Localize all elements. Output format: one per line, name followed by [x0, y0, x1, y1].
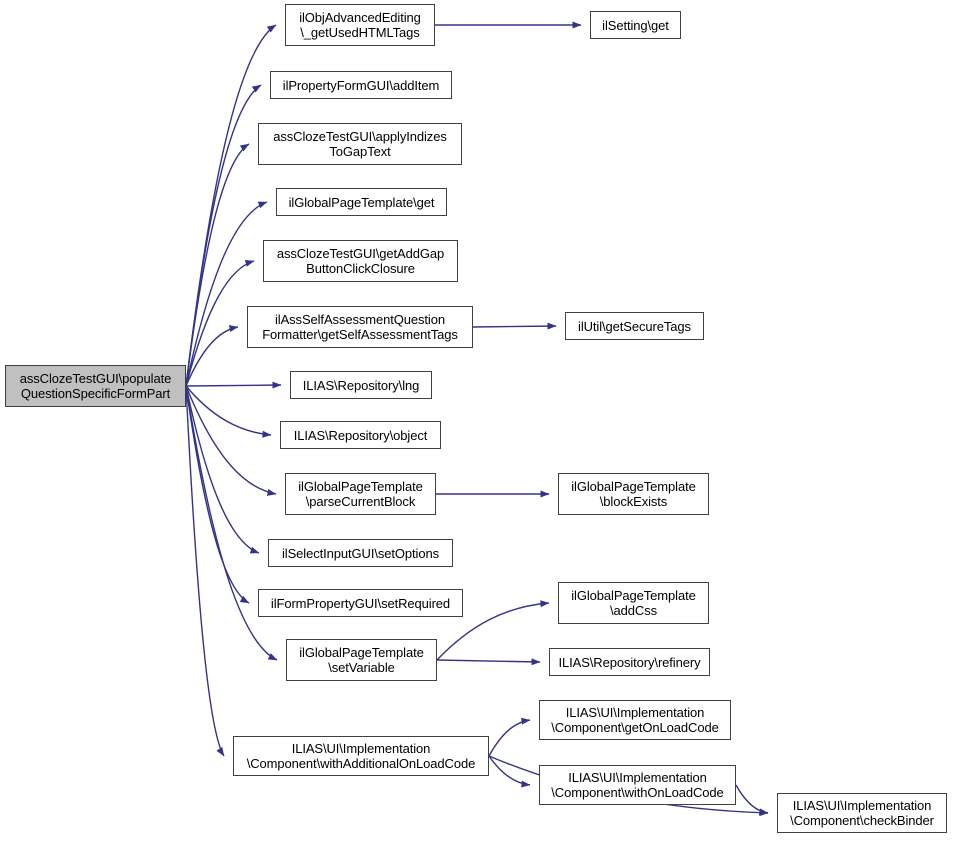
- graph-node-label: assClozeTestGUI\populate QuestionSpecifi…: [19, 371, 172, 401]
- graph-node-label: ilSelectInputGUI\setOptions: [282, 545, 439, 561]
- graph-node-label: ILIAS\Repository\object: [293, 427, 428, 443]
- graph-node[interactable]: ilGlobalPageTemplate \setVariable: [286, 639, 437, 681]
- graph-node-label: ilObjAdvancedEditing \_getUsedHTMLTags: [299, 10, 421, 40]
- graph-node-label: ilGlobalPageTemplate\get: [288, 194, 435, 210]
- graph-edge: [185, 143, 250, 387]
- graph-node[interactable]: ilUtil\getSecureTags: [565, 312, 704, 340]
- graph-node[interactable]: ILIAS\UI\Implementation \Component\withA…: [233, 736, 489, 776]
- graph-edge: [472, 322, 557, 330]
- graph-node-root[interactable]: assClozeTestGUI\populate QuestionSpecifi…: [5, 365, 186, 407]
- graph-node[interactable]: ILIAS\Repository\lng: [290, 371, 432, 399]
- graph-node[interactable]: ilGlobalPageTemplate \blockExists: [558, 473, 709, 515]
- graph-edge: [488, 755, 531, 788]
- graph-node[interactable]: ilFormPropertyGUI\setRequired: [258, 589, 463, 617]
- graph-node-label: ilGlobalPageTemplate \parseCurrentBlock: [298, 479, 423, 509]
- graph-node[interactable]: ILIAS\Repository\object: [280, 421, 441, 449]
- graph-node[interactable]: ilGlobalPageTemplate \parseCurrentBlock: [285, 473, 436, 515]
- graph-node[interactable]: ilSetting\get: [590, 11, 681, 39]
- graph-node-label: assClozeTestGUI\getAddGap ButtonClickClo…: [276, 246, 445, 276]
- graph-edge: [185, 385, 278, 661]
- graph-node[interactable]: ilSelectInputGUI\setOptions: [268, 539, 453, 567]
- graph-node[interactable]: ILIAS\UI\Implementation \Component\check…: [777, 793, 947, 833]
- graph-node-label: ILIAS\Repository\lng: [302, 377, 420, 393]
- graph-edge: [185, 381, 282, 389]
- graph-edge: [185, 201, 268, 387]
- graph-node-label: ILIAS\UI\Implementation \Component\check…: [790, 798, 934, 828]
- graph-edge: [185, 385, 250, 604]
- graph-node[interactable]: ilGlobalPageTemplate \addCss: [558, 582, 709, 624]
- graph-edge: [185, 385, 277, 496]
- graph-node-label: ILIAS\UI\Implementation \Component\withO…: [551, 770, 724, 800]
- graph-node-label: ILIAS\UI\Implementation \Component\getOn…: [551, 705, 719, 735]
- graph-edge: [185, 385, 225, 757]
- graph-edge: [436, 658, 541, 666]
- graph-node[interactable]: ILIAS\UI\Implementation \Component\withO…: [539, 765, 736, 805]
- graph-edge: [735, 784, 769, 816]
- graph-node[interactable]: ILIAS\Repository\refinery: [549, 648, 710, 676]
- graph-node[interactable]: ilObjAdvancedEditing \_getUsedHTMLTags: [285, 4, 435, 46]
- graph-edge: [488, 717, 531, 757]
- graph-node-label: assClozeTestGUI\applyIndizes ToGapText: [273, 129, 447, 159]
- graph-node[interactable]: ilGlobalPageTemplate\get: [276, 188, 447, 216]
- graph-edge: [185, 325, 239, 387]
- graph-node-label: ilGlobalPageTemplate \blockExists: [571, 479, 696, 509]
- graph-node-label: ilUtil\getSecureTags: [578, 318, 691, 334]
- graph-node[interactable]: assClozeTestGUI\getAddGap ButtonClickClo…: [263, 240, 458, 282]
- graph-node-label: ilSetting\get: [602, 17, 669, 33]
- graph-node[interactable]: ILIAS\UI\Implementation \Component\getOn…: [539, 700, 731, 740]
- graph-edge: [185, 385, 260, 554]
- graph-edge: [185, 385, 272, 438]
- graph-node-label: ILIAS\UI\Implementation \Component\withA…: [246, 741, 476, 771]
- graph-node-label: ilGlobalPageTemplate \setVariable: [299, 645, 424, 675]
- graph-node[interactable]: ilAssSelfAssessmentQuestion Formatter\ge…: [247, 306, 473, 348]
- graph-node-label: ilPropertyFormGUI\addItem: [282, 77, 440, 93]
- graph-node-label: ilAssSelfAssessmentQuestion Formatter\ge…: [262, 312, 458, 342]
- graph-node-label: ILIAS\Repository\refinery: [558, 654, 701, 670]
- graph-node-label: ilFormPropertyGUI\setRequired: [270, 595, 451, 611]
- graph-edge: [185, 260, 255, 387]
- graph-node[interactable]: assClozeTestGUI\applyIndizes ToGapText: [258, 123, 462, 165]
- graph-node[interactable]: ilPropertyFormGUI\addItem: [270, 71, 452, 99]
- graph-node-label: ilGlobalPageTemplate \addCss: [571, 588, 696, 618]
